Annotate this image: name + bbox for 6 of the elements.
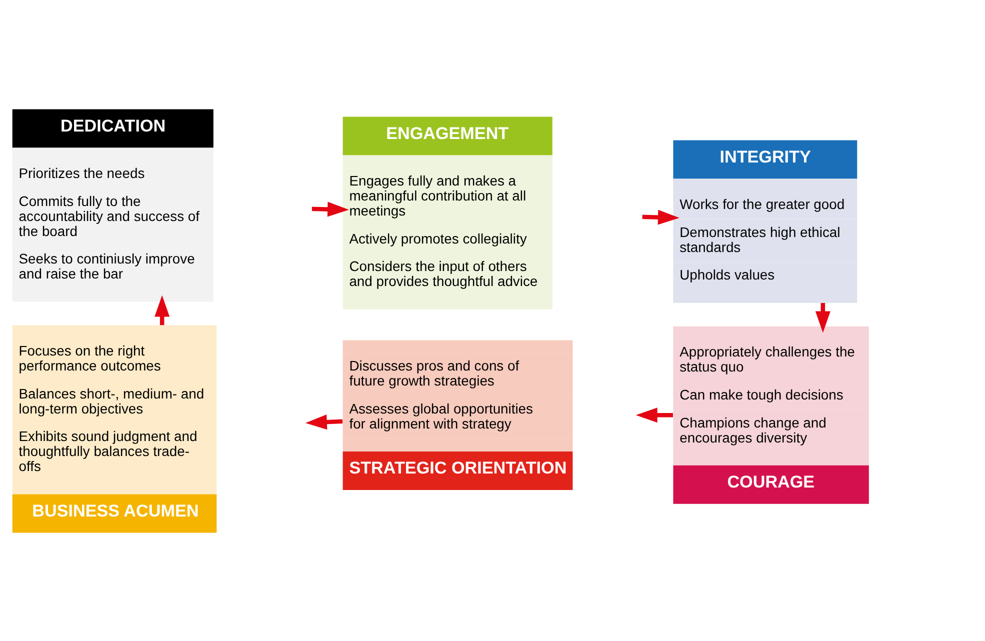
arrow — [636, 407, 673, 422]
arrow — [154, 294, 170, 325]
arrow — [312, 201, 349, 216]
arrow — [815, 302, 830, 332]
arrow — [305, 414, 343, 430]
arrow — [642, 209, 680, 224]
